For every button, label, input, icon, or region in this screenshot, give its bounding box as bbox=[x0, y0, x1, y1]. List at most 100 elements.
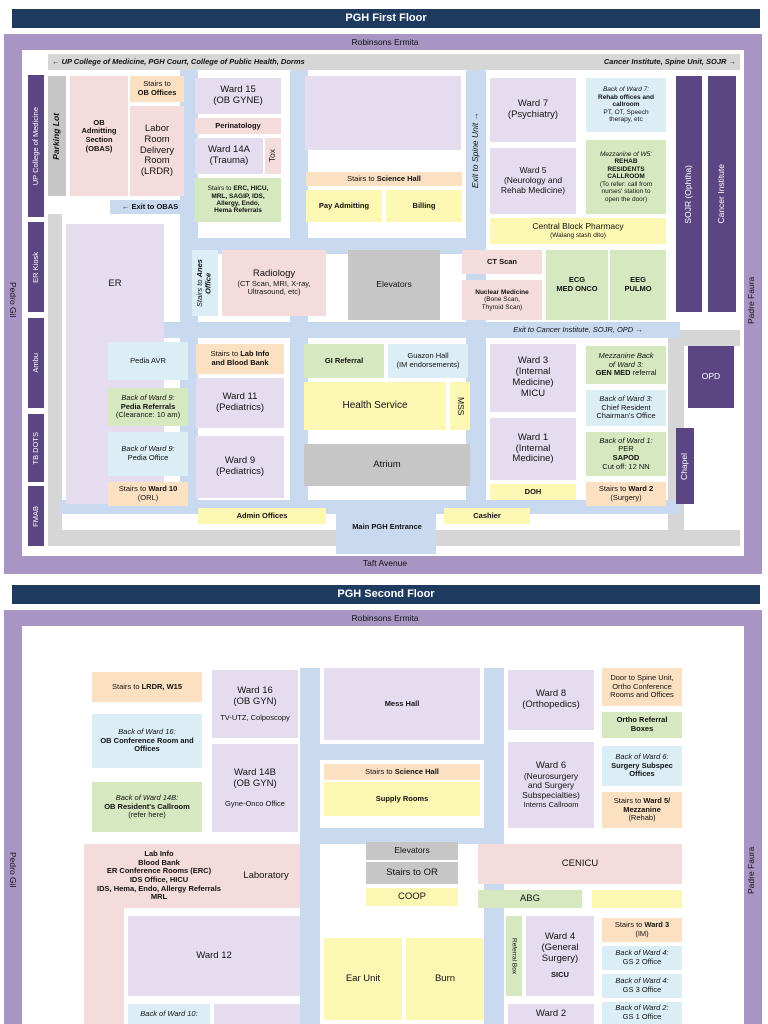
road-right-branch bbox=[668, 330, 740, 346]
room-near-ward-10 bbox=[214, 1004, 300, 1024]
ear-unit: Ear Unit bbox=[324, 938, 402, 1020]
radiology: Radiology(CT Scan, MRI, X-ray,Ultrasound… bbox=[222, 250, 326, 316]
admin-offices: Admin Offices bbox=[198, 508, 326, 524]
stairs-anes-office: Stairs to Anes Office bbox=[192, 250, 218, 316]
yellow-room-abg bbox=[592, 890, 682, 908]
road-top bbox=[48, 54, 740, 70]
stairs-lrdr-w15: Stairs to LRDR, W15 bbox=[92, 672, 202, 702]
ward-14b: Ward 14B(OB GYN)Gyne-Onco Office bbox=[212, 744, 298, 832]
cashier: Cashier bbox=[444, 508, 530, 524]
ward-11: Ward 11(Pediatrics) bbox=[196, 378, 284, 428]
floor2-title: PGH Second Floor bbox=[12, 585, 760, 604]
perinatology: Perinatology bbox=[195, 118, 281, 134]
corridor2-west bbox=[300, 668, 320, 1024]
laboratory-wing bbox=[84, 908, 124, 1024]
back-of-ward-9-referrals: Back of Ward 9:Pedia Referrals(Clearance… bbox=[108, 388, 188, 426]
street-padre-faura-2: Padre Faura bbox=[746, 846, 757, 894]
left-strip-3: TB DOTS bbox=[28, 414, 44, 482]
pay-admitting: Pay Admitting bbox=[306, 190, 382, 222]
main-pgh-entrance[interactable]: Main PGH Entrance bbox=[340, 516, 434, 538]
abg: ABG bbox=[478, 890, 582, 908]
stairs-science-hall-1: Stairs to Science Hall bbox=[306, 172, 462, 186]
street-taft: Taft Avenue bbox=[362, 558, 408, 569]
stairs-ward-5-mezzanine: Stairs to Ward 5/Mezzanine(Rehab) bbox=[602, 792, 682, 828]
exit-spine-unit: Exit to Spine Unit → bbox=[470, 111, 481, 189]
arrow-right-directions: Cancer Institute, Spine Unit, SOJR → bbox=[603, 56, 736, 66]
health-service: Health Service bbox=[304, 382, 446, 430]
elevators-1[interactable]: Elevators bbox=[348, 250, 440, 320]
burn: Burn bbox=[406, 938, 484, 1020]
central-block-pharmacy: Central Block Pharmacy(Walang stash dito… bbox=[490, 218, 666, 244]
street-padre-faura-1: Padre Faura bbox=[746, 276, 757, 324]
street-robinsons-2: Robinsons Ermita bbox=[351, 613, 419, 624]
corridor2-mid bbox=[300, 744, 504, 760]
opd: OPD bbox=[688, 346, 734, 408]
billing: Billing bbox=[386, 190, 462, 222]
back-of-ward-10: Back of Ward 10: bbox=[128, 1004, 210, 1024]
back-of-ward-2-gs1: Back of Ward 2:GS 1 Office bbox=[602, 1002, 682, 1024]
back-of-ward-4-gs2: Back of Ward 4:GS 2 Office bbox=[602, 946, 682, 970]
laboratory-block bbox=[84, 844, 300, 908]
laboratory: Laboratory bbox=[243, 869, 289, 881]
atrium: Atrium bbox=[304, 444, 470, 486]
street-pedro-gil-1: Pedro Gil bbox=[7, 282, 18, 318]
floor1-title: PGH First Floor bbox=[12, 9, 760, 28]
parking-lot: Parking Lot bbox=[48, 76, 66, 196]
supply-rooms: Supply Rooms bbox=[324, 782, 480, 816]
back-of-ward-4-gs3: Back of Ward 4:GS 3 Office bbox=[602, 974, 682, 998]
ward-2-floor2: Ward 2 bbox=[508, 1004, 594, 1024]
stairs-ward-3: Stairs to Ward 3(IM) bbox=[602, 918, 682, 942]
nuclear-medicine: Nuclear Medicine(Bone Scan,Thyroid Scan) bbox=[462, 280, 542, 320]
left-strip-1: ER Kiosk bbox=[28, 222, 44, 312]
stairs-to-or[interactable]: Stairs to OR bbox=[366, 862, 458, 884]
left-strip-2: Ambu bbox=[28, 318, 44, 408]
exit-cancer-institute: Exit to Cancer Institute, SOJR, OPD → bbox=[513, 324, 643, 334]
exit-obas: ← Exit to OBAS bbox=[110, 200, 190, 214]
stairs-erc-hicu: Stairs to ERC, HICU, MRL, SAGIP, IDS,All… bbox=[195, 178, 281, 222]
back-of-ward-14b: Back of Ward 14B:OB Resident's Callroom(… bbox=[92, 782, 202, 832]
guazon-hall: Guazon Hall(IM endorsements) bbox=[388, 344, 468, 378]
cenicu: CENICU bbox=[478, 844, 682, 884]
mess-hall: Mess Hall bbox=[324, 668, 480, 740]
ward-8: Ward 8(Orthopedics) bbox=[508, 670, 594, 730]
stairs-science-hall-2: Stairs to Science Hall bbox=[324, 764, 480, 780]
ward-12: Ward 12 bbox=[128, 916, 300, 996]
street-robinsons-1: Robinsons Ermita bbox=[351, 37, 419, 48]
ward-16: Ward 16(OB GYN)TV-UTZ, Colposcopy bbox=[212, 670, 298, 738]
doh: DOH bbox=[490, 484, 576, 500]
gi-referral: GI Referral bbox=[304, 344, 384, 378]
road-left bbox=[48, 214, 62, 544]
left-strip-0: UP College of Medicine bbox=[28, 75, 44, 217]
elevators-2[interactable]: Elevators bbox=[366, 842, 458, 860]
referral-box: Referral Box bbox=[506, 916, 522, 996]
stairs-ward-10: Stairs to Ward 10(ORL) bbox=[108, 482, 188, 506]
mss: MSS bbox=[450, 382, 470, 430]
stairs-ward-2: Stairs to Ward 2(Surgery) bbox=[586, 482, 666, 506]
ward-9: Ward 9(Pediatrics) bbox=[196, 436, 284, 498]
ward-15: Ward 15(OB GYNE) bbox=[195, 78, 281, 114]
pedia-avr: Pedia AVR bbox=[108, 342, 188, 380]
street-pedro-gil-2: Pedro Gil bbox=[7, 852, 18, 888]
left-strip-4: FMAB bbox=[28, 486, 44, 546]
back-of-ward-9-office: Back of Ward 9:Pedia Office bbox=[108, 432, 188, 476]
ct-scan: CT Scan bbox=[462, 250, 542, 274]
sojr-ophtha: SOJR (Ophtha) bbox=[676, 76, 702, 312]
